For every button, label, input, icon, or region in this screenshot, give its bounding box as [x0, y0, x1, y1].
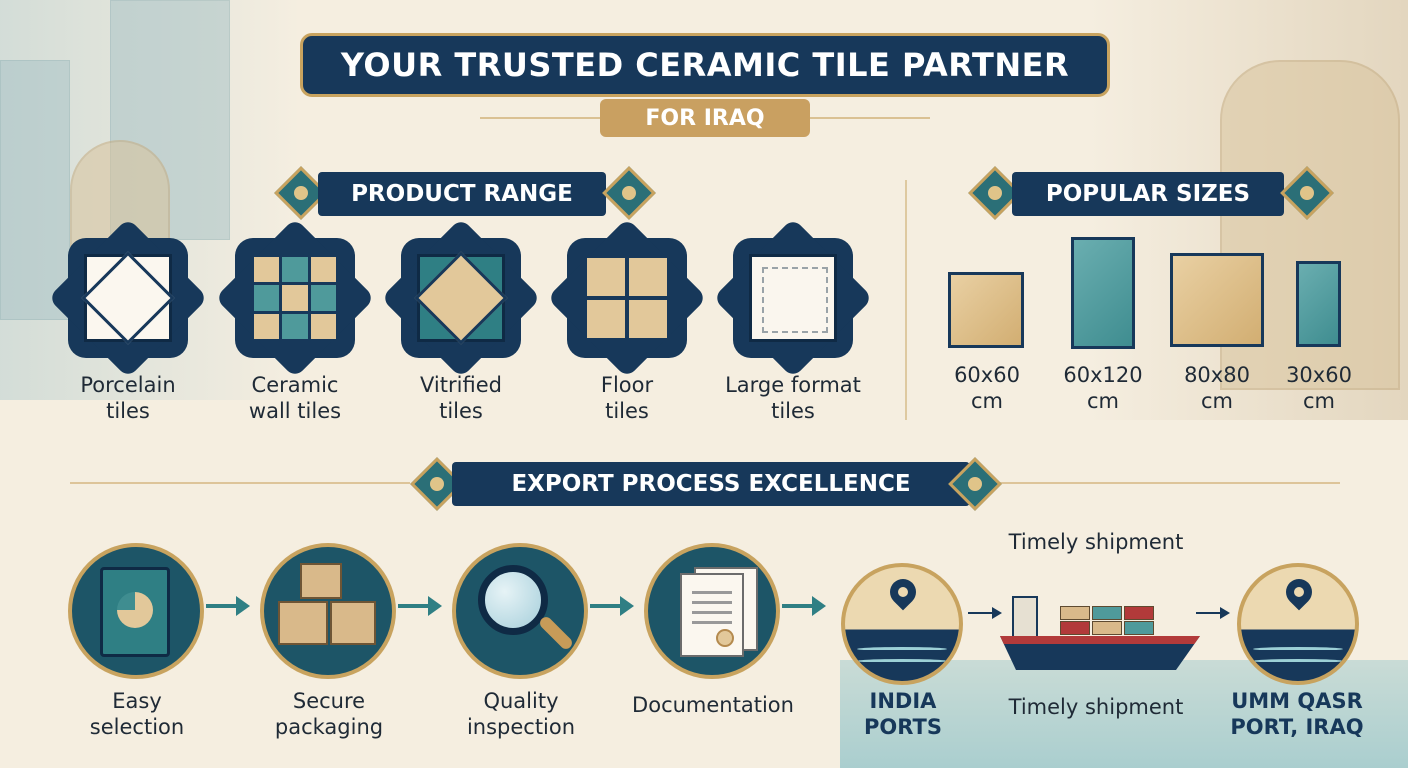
size-tile-60x120: [1071, 237, 1135, 349]
cargo-container: [1092, 606, 1122, 620]
ornament-icon: [602, 166, 656, 220]
section-divider: [1000, 482, 1340, 484]
page-subtitle: FOR IRAQ: [645, 105, 765, 131]
size-tile-80x80: [1170, 253, 1264, 347]
boxes-icon: [260, 543, 396, 679]
title-banner: YOUR TRUSTED CERAMIC TILE PARTNER: [300, 33, 1110, 97]
ceramic-wall-tile-icon: [235, 238, 355, 358]
export-process-title: EXPORT PROCESS EXCELLENCE: [511, 471, 911, 497]
cargo-ship-icon: [1000, 636, 1200, 670]
arrow-right-icon: [398, 596, 442, 616]
product-range-title: PRODUCT RANGE: [351, 181, 573, 207]
section-divider: [70, 482, 410, 484]
subtitle-banner: FOR IRAQ: [600, 99, 810, 137]
ship-bridge: [1012, 596, 1038, 638]
product-range-header: PRODUCT RANGE: [318, 172, 606, 216]
floor-tile-icon: [567, 238, 687, 358]
documents-icon: [644, 543, 780, 679]
step-label: Documentation: [632, 693, 794, 717]
iraq-port-icon: [1237, 563, 1359, 685]
subtitle-divider-left: [480, 117, 600, 119]
popular-sizes-title: POPULAR SIZES: [1045, 181, 1251, 207]
cargo-container: [1092, 621, 1122, 635]
building-left: [0, 60, 70, 320]
india-port-icon: [841, 563, 963, 685]
size-tile-30x60: [1296, 261, 1341, 347]
popular-sizes-header: POPULAR SIZES: [1012, 172, 1284, 216]
vitrified-tile-icon: [401, 238, 521, 358]
location-pin-icon: [1280, 573, 1318, 611]
shipment-label-top: Timely shipment: [1008, 530, 1184, 554]
cargo-container: [1060, 621, 1090, 635]
shipment-label-bottom: Timely shipment: [1008, 695, 1184, 719]
arrow-right-icon: [1196, 607, 1230, 619]
porcelain-tile-icon: [68, 238, 188, 358]
magnifier-icon: [452, 543, 588, 679]
arrow-right-icon: [968, 607, 1002, 619]
size-tile-60x60: [948, 272, 1024, 348]
location-pin-icon: [884, 573, 922, 611]
export-process-header: EXPORT PROCESS EXCELLENCE: [452, 462, 970, 506]
page-title: YOUR TRUSTED CERAMIC TILE PARTNER: [340, 46, 1070, 84]
arrow-right-icon: [590, 596, 634, 616]
arrow-right-icon: [206, 596, 250, 616]
cargo-container: [1060, 606, 1090, 620]
catalog-icon: [68, 543, 204, 679]
subtitle-divider-right: [810, 117, 930, 119]
arrow-right-icon: [782, 596, 826, 616]
section-divider: [905, 180, 907, 420]
cargo-container: [1124, 621, 1154, 635]
cargo-container: [1124, 606, 1154, 620]
large-format-tile-icon: [733, 238, 853, 358]
